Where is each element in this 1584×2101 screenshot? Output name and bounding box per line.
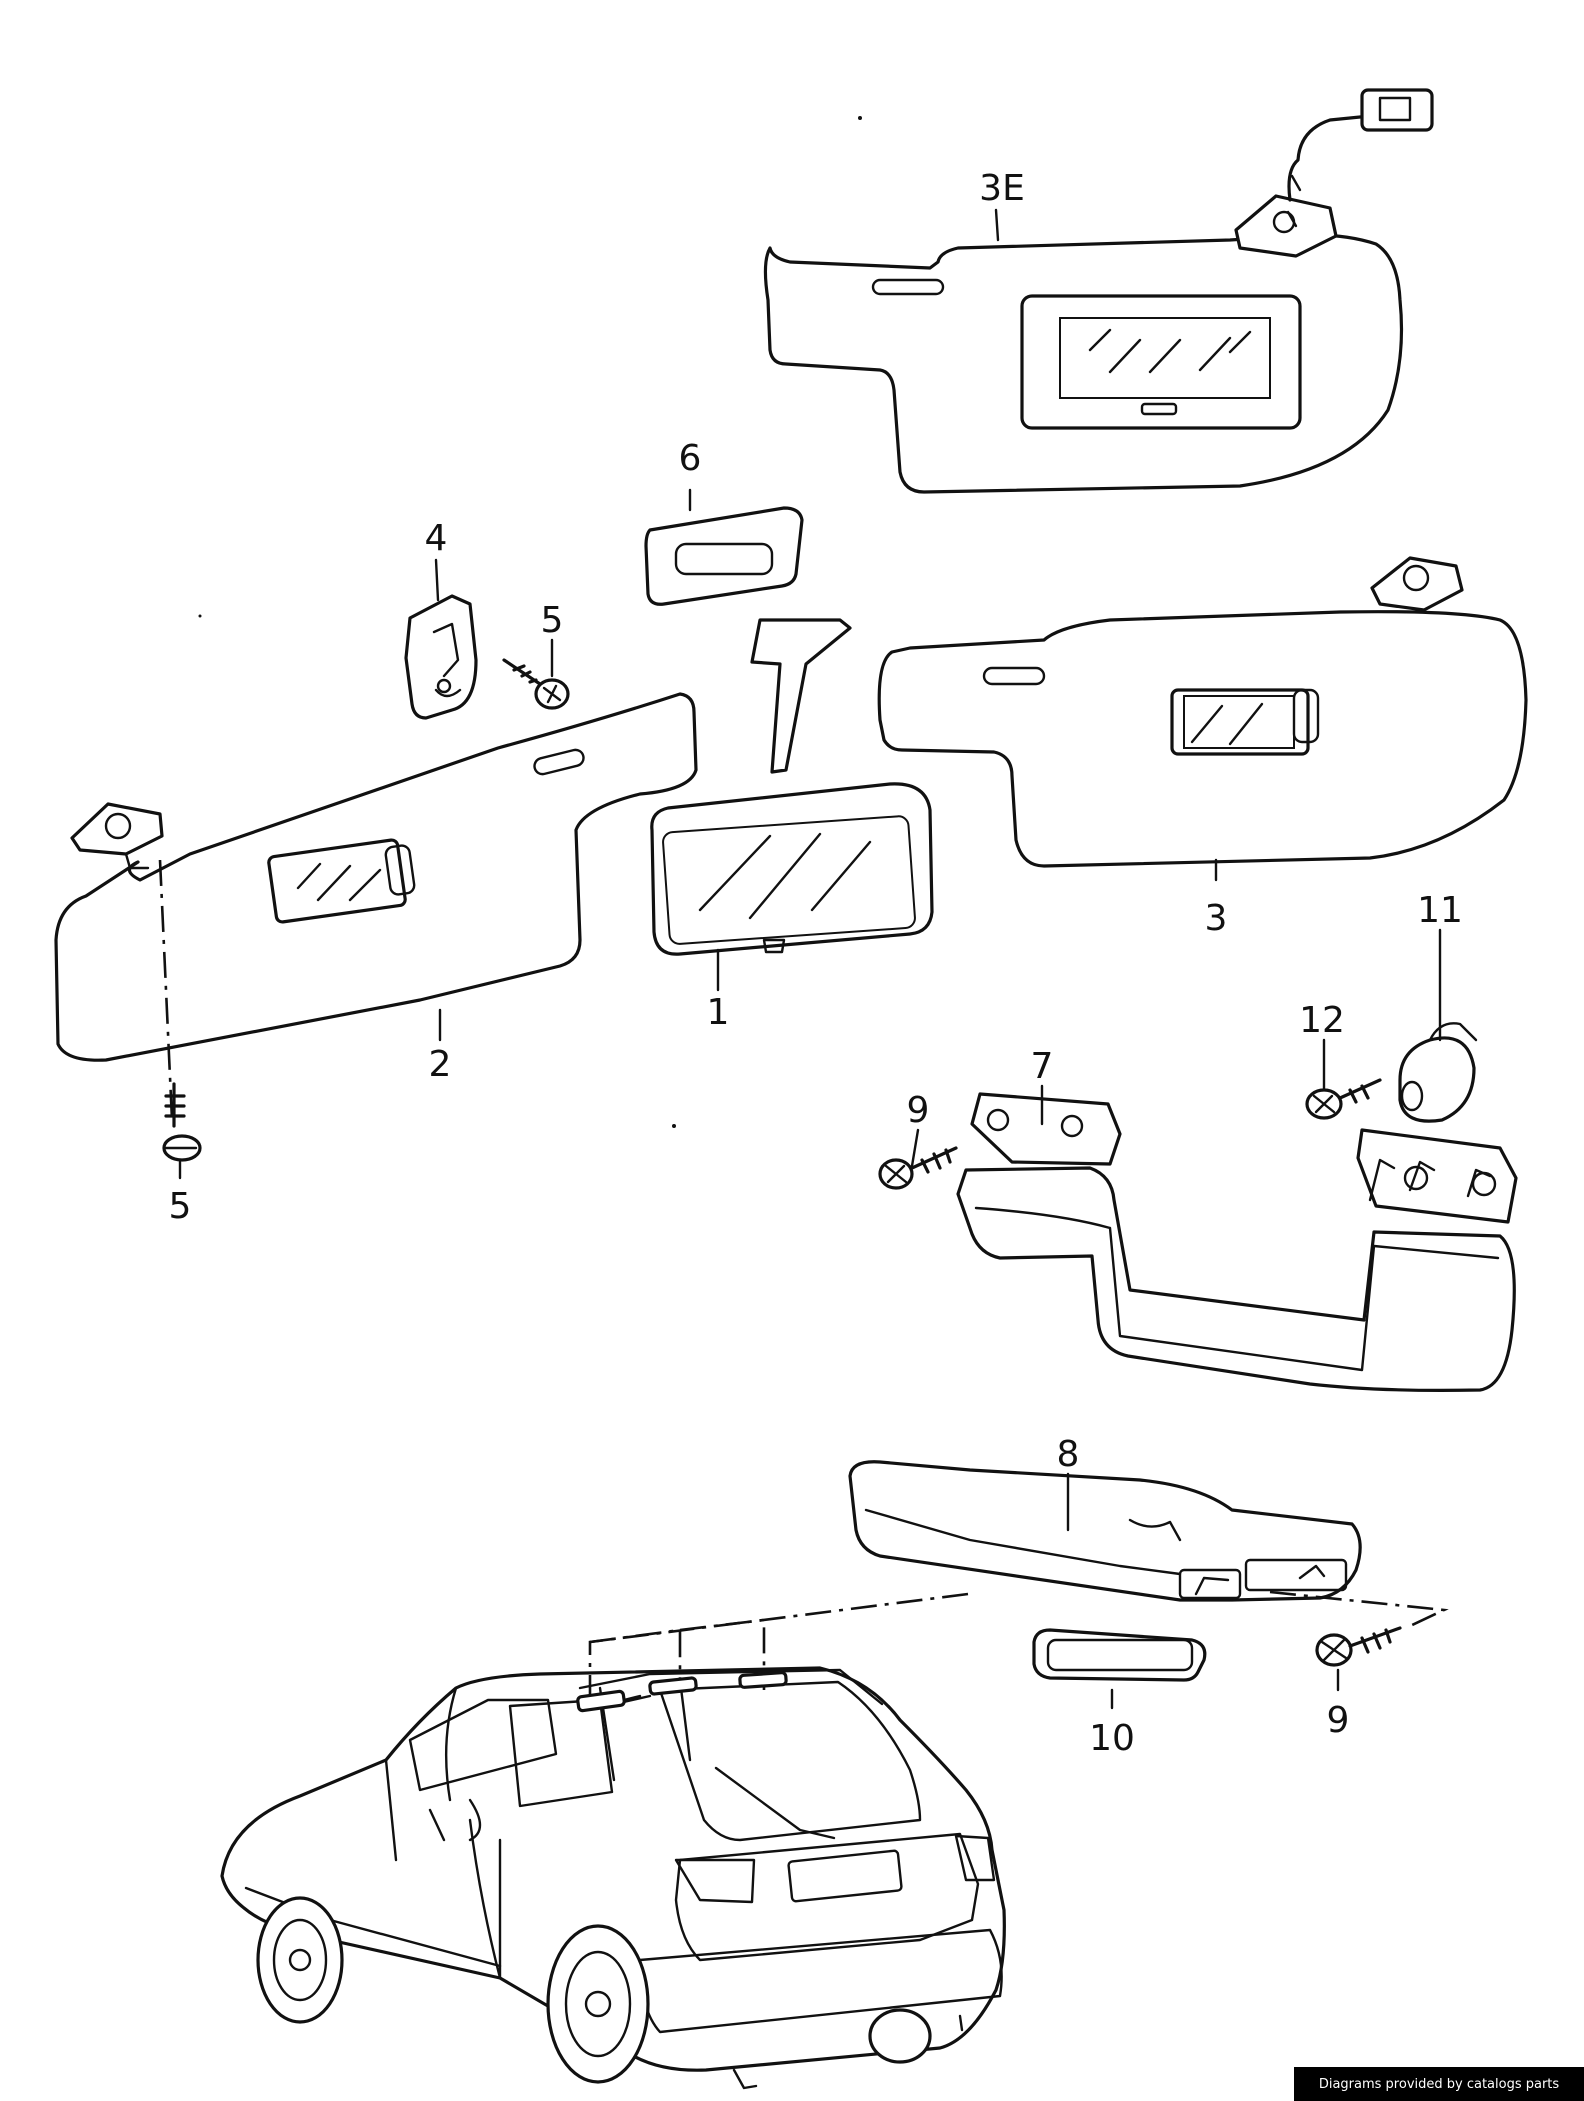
screw-12 (1305, 1078, 1382, 1120)
car-illustration (220, 1666, 1006, 2090)
screw-9-lower (1315, 1626, 1402, 1667)
sun-visor-illuminated-3e (763, 88, 1434, 494)
callout-6: 6 (679, 438, 702, 479)
mirror-cover-6 (644, 506, 804, 606)
hook-11 (1398, 1022, 1478, 1123)
credit-text: Diagrams provided by catalogs parts (1318, 2076, 1560, 2092)
screw-5-lower (162, 1082, 202, 1162)
callout-9-lower: 9 (1327, 1700, 1350, 1741)
screw-5-upper (502, 658, 570, 710)
callout-12: 12 (1299, 1000, 1345, 1041)
callout-2: 2 (429, 1044, 452, 1085)
sun-visor-right-3 (877, 556, 1528, 868)
callout-11: 11 (1417, 890, 1463, 931)
screw-9-upper (878, 1146, 958, 1190)
callout-5-lower: 5 (169, 1186, 192, 1227)
scan-speck (672, 1124, 676, 1128)
scan-speck (198, 614, 202, 618)
callout-labels: 3E 6 4 5 2 1 3 11 12 7 9 5 8 10 9 (169, 168, 1463, 1759)
scan-speck (858, 116, 862, 120)
callout-3: 3 (1205, 898, 1228, 939)
grab-handle-8 (848, 1460, 1362, 1602)
cover-clip-4 (404, 594, 478, 720)
rear-view-mirror-1 (650, 618, 934, 956)
lens-10 (1032, 1628, 1207, 1682)
callout-3e: 3E (979, 168, 1025, 209)
callout-1: 1 (707, 992, 730, 1033)
callout-4: 4 (425, 518, 448, 559)
callout-9-upper: 9 (907, 1090, 930, 1131)
grab-handle-7 (956, 1092, 1518, 1392)
location-lines (588, 1590, 1449, 1702)
callout-10: 10 (1089, 1718, 1135, 1759)
leader-lines (178, 208, 1442, 1710)
callout-7: 7 (1031, 1046, 1054, 1087)
callout-5-upper: 5 (541, 600, 564, 641)
credit-banner: Diagrams provided by catalogs parts (1294, 2067, 1584, 2101)
sun-visor-left-2 (54, 692, 698, 1062)
callout-8: 8 (1057, 1434, 1080, 1475)
